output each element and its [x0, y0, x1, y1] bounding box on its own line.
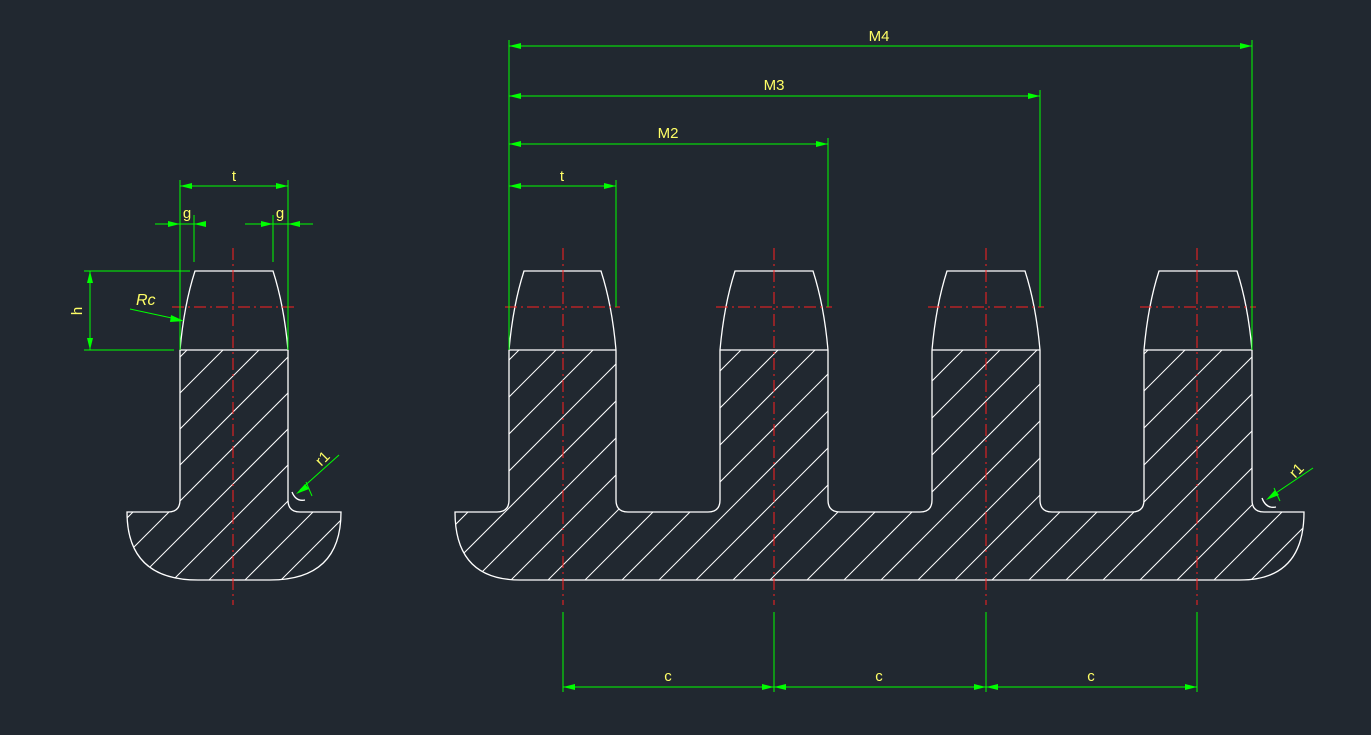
- dim-root-radius-right: r1: [1261, 460, 1314, 508]
- hatch-line: [1060, 350, 1302, 580]
- hatch-line: [875, 350, 1117, 580]
- label-m4: M4: [869, 28, 890, 45]
- label-rc: Rc: [136, 292, 156, 309]
- hatch-line: [456, 345, 696, 585]
- hatch-line: [468, 350, 710, 580]
- hatch-line: [1208, 350, 1304, 580]
- hatch-line: [986, 350, 1228, 580]
- label-c-1: c: [664, 668, 672, 685]
- hatch-line: [420, 345, 660, 585]
- dim-root-radius-left: r1: [291, 448, 340, 501]
- hatch-line: [505, 350, 747, 580]
- hatch-line: [1097, 350, 1304, 580]
- hatch-line: [210, 345, 450, 585]
- rack-profile: [454, 270, 1305, 581]
- hatch-line: [275, 350, 341, 580]
- label-m2: M2: [658, 125, 679, 142]
- label-g-right: g: [276, 205, 284, 222]
- hatch-line: [127, 350, 229, 580]
- single-tooth-profile: [126, 270, 342, 581]
- hatch-line: [455, 350, 673, 580]
- label-m3: M3: [764, 77, 785, 94]
- hatch-line: [690, 350, 932, 580]
- hatch-line: [455, 350, 599, 580]
- label-g-left: g: [183, 205, 191, 222]
- single-tooth-view: t g g h Rc: [0, 168, 804, 605]
- hatch-line: [311, 350, 341, 580]
- hatch-line: [127, 350, 193, 580]
- hatch-line: [1171, 350, 1304, 580]
- hatch-line: [1134, 350, 1304, 580]
- section-hatch-left: [0, 345, 804, 585]
- hatch-line: [542, 350, 784, 580]
- hatch-line: [616, 350, 858, 580]
- hatch-line: [127, 350, 337, 580]
- hatch-line: [1245, 350, 1304, 580]
- hatch-line: [912, 350, 1154, 580]
- hatch-line: [455, 350, 636, 580]
- dim-span-m2: M2: [509, 125, 828, 147]
- hatch-line: [801, 350, 1043, 580]
- hatch-line: [764, 350, 1006, 580]
- hatch-line: [455, 350, 562, 580]
- hatch-line: [528, 345, 768, 585]
- hatch-line: [384, 345, 624, 585]
- dim-span-m4: M4: [509, 28, 1252, 49]
- hatch-line: [564, 345, 804, 585]
- dim-tooth-width: t: [179, 168, 289, 350]
- label-r1-left: r1: [312, 448, 333, 469]
- label-c-2: c: [875, 668, 883, 685]
- hatch-line: [1320, 345, 1371, 585]
- hatch-line: [1357, 345, 1371, 585]
- dim-height: h: [69, 270, 190, 351]
- dim-pitch: c c c: [562, 612, 1198, 692]
- hatch-line: [455, 350, 488, 580]
- rack-view: t M2 M3 M4: [210, 28, 1371, 692]
- label-r1-right: r1: [1286, 460, 1307, 481]
- hatch-line: [0, 345, 120, 585]
- label-h: h: [69, 307, 86, 315]
- dim-rack-tooth-width: t: [509, 168, 616, 189]
- hatch-line: [127, 350, 157, 580]
- label-c-3: c: [1087, 668, 1095, 685]
- dim-gap-right: g: [245, 205, 313, 262]
- dim-crown-radius: Rc: [129, 292, 184, 322]
- hatch-line: [239, 350, 341, 580]
- hatch-line: [492, 345, 732, 585]
- label-t: t: [232, 168, 237, 185]
- hatch-line: [838, 350, 1080, 580]
- hatch-line: [127, 350, 265, 580]
- label-rack-t: t: [560, 168, 565, 185]
- hatch-line: [131, 350, 341, 580]
- dim-gap-left: g: [155, 205, 206, 262]
- dim-span-m3: M3: [509, 77, 1040, 99]
